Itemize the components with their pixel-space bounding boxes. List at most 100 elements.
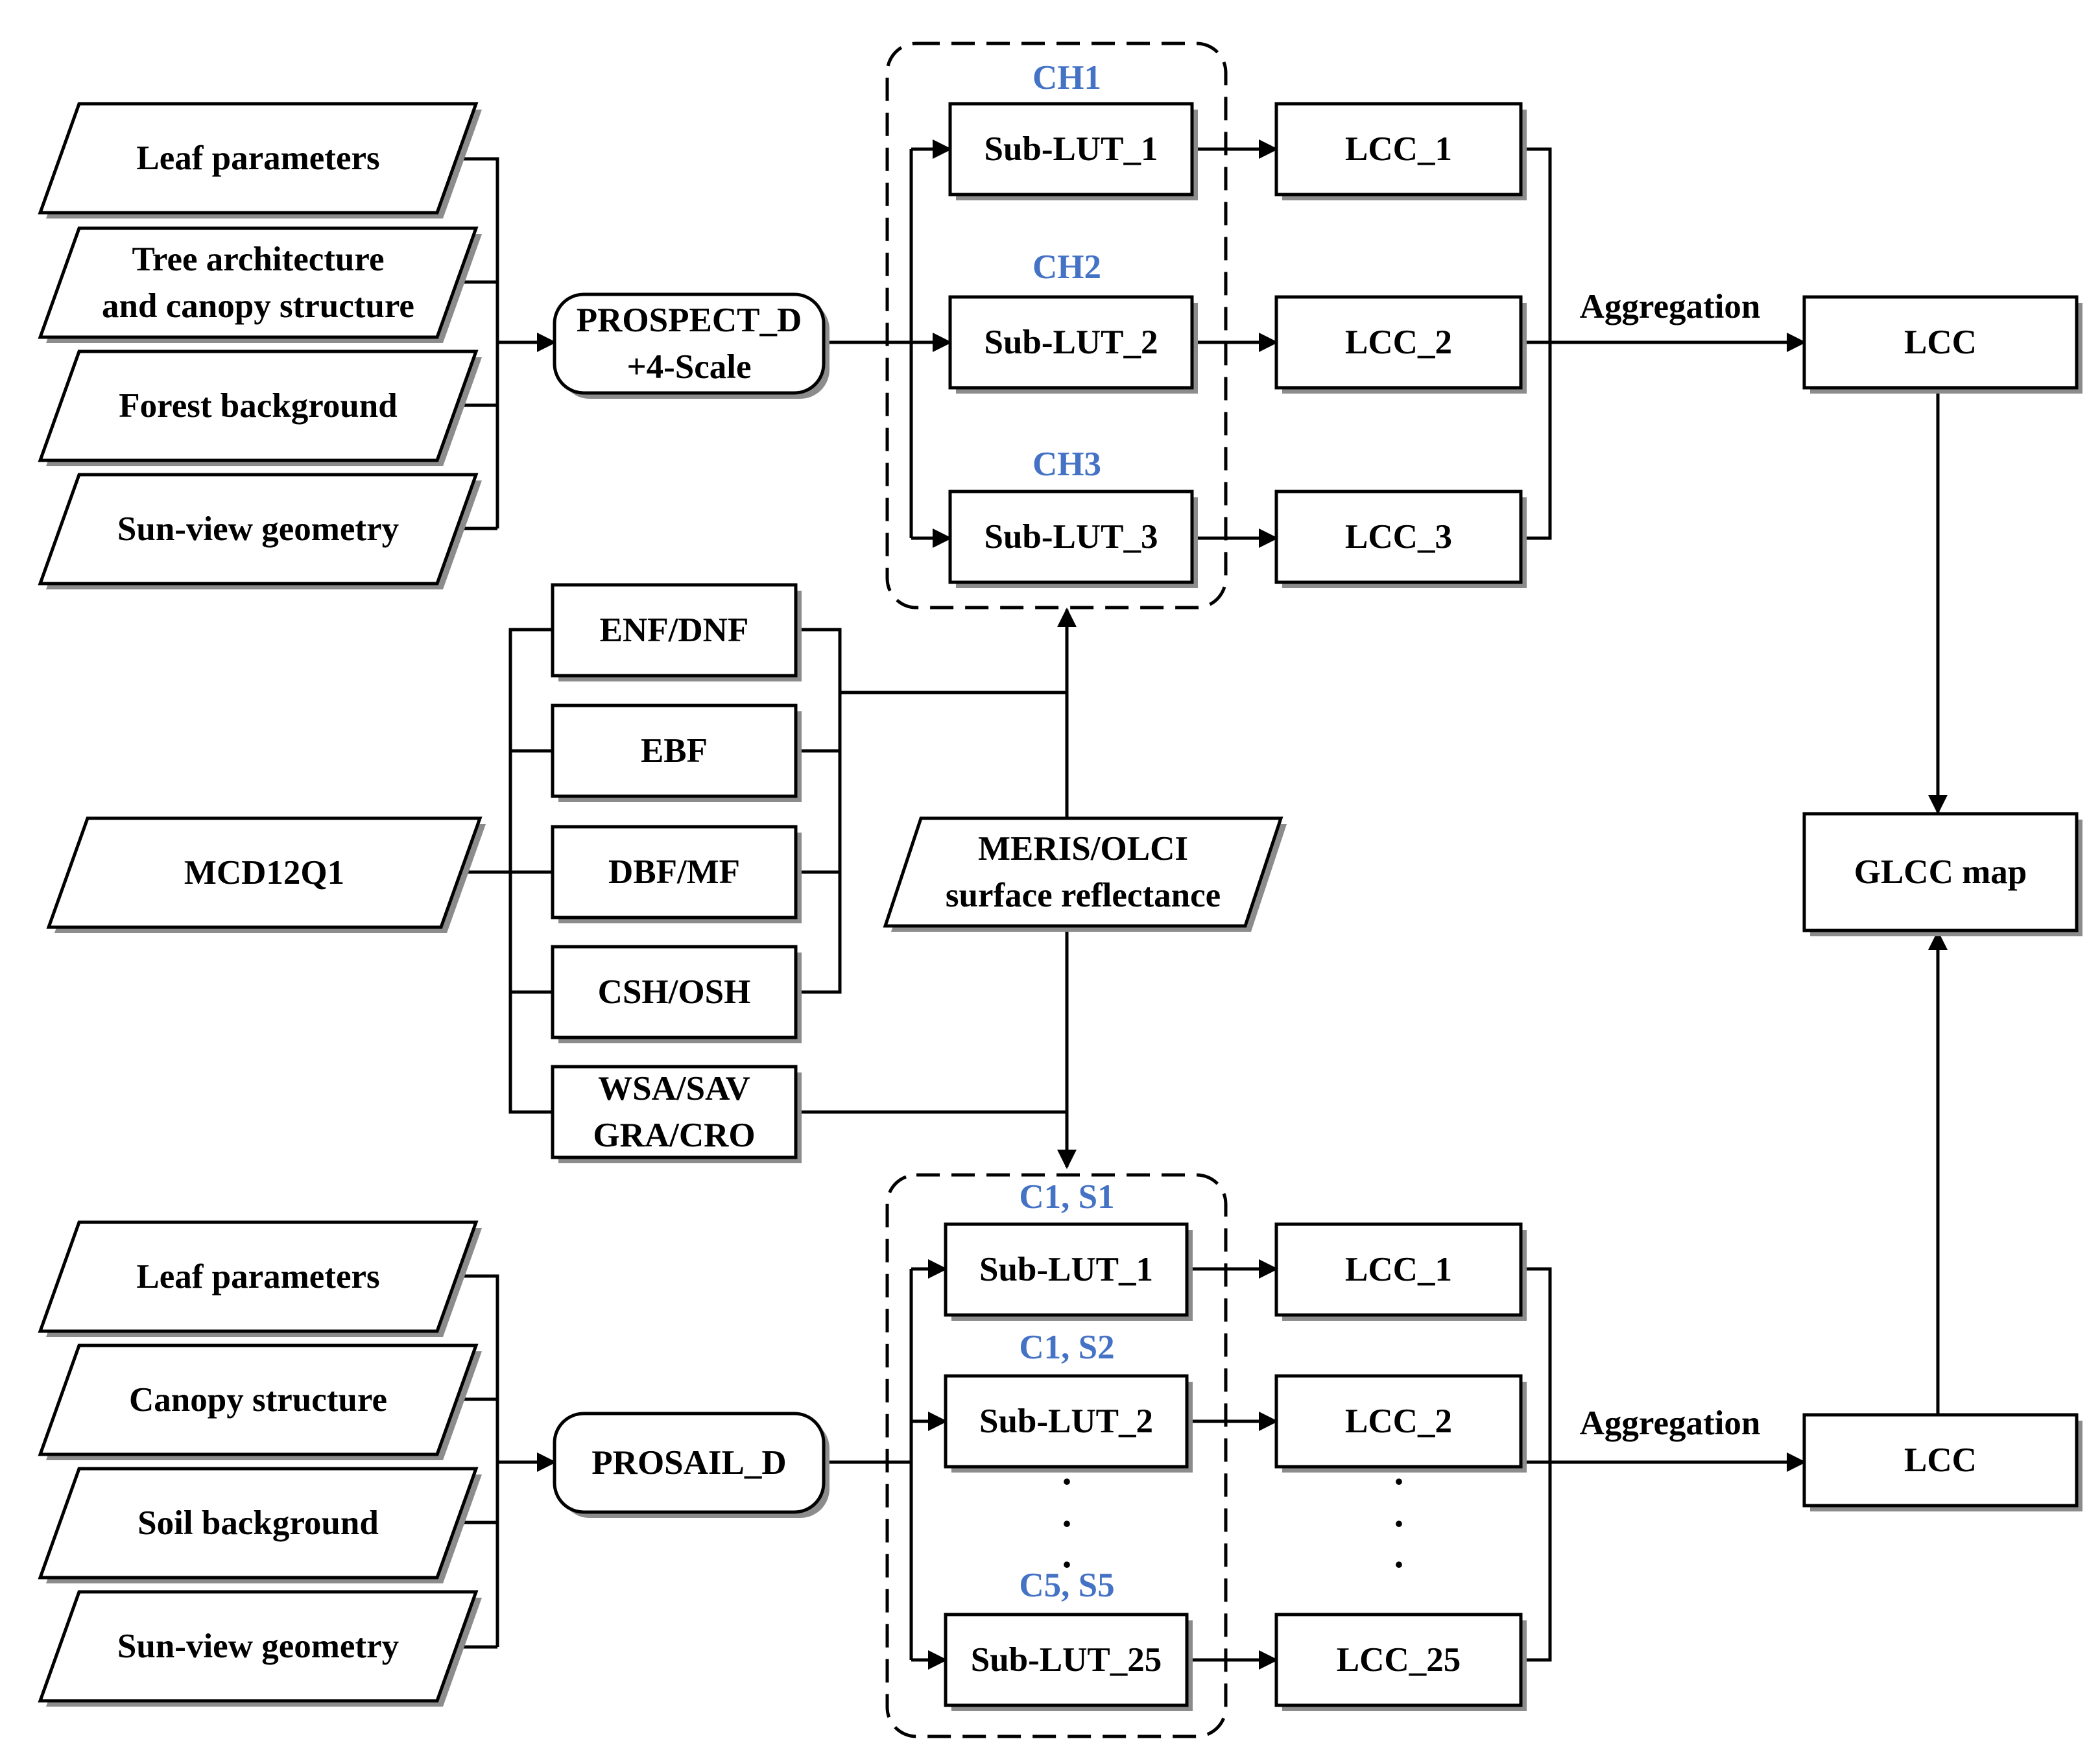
node-shape bbox=[948, 295, 1194, 390]
forest-sublut-1: Sub-LUT_1 bbox=[948, 102, 1198, 200]
forest-lcc-3: LCC_3 bbox=[1274, 490, 1527, 588]
node-shape bbox=[553, 1412, 826, 1514]
node-shape bbox=[1274, 1374, 1523, 1469]
sublut-ellipsis-dot: · bbox=[1060, 1543, 1073, 1586]
node-label: MCD12Q1 bbox=[184, 854, 344, 892]
nonforest-lut-group bbox=[885, 1173, 1228, 1738]
node-label: +4-Scale bbox=[626, 348, 751, 386]
forest-input-bracket bbox=[440, 157, 499, 530]
reflectance-input: MERIS/OLCI surface reflectance bbox=[883, 816, 1287, 932]
node-shape bbox=[551, 825, 798, 919]
forest-aggregation-label: Aggregation bbox=[1580, 288, 1761, 326]
nonforest-group-label-1: C1, S1 bbox=[1019, 1178, 1114, 1216]
node-label: Sub-LUT_25 bbox=[971, 1641, 1162, 1679]
node-shape bbox=[1802, 812, 2079, 932]
glcc-map: GLCC map bbox=[1802, 812, 2082, 936]
forest-lcc-1: LCC_1 bbox=[1274, 102, 1527, 200]
nonforest-group-label-3: C5, S5 bbox=[1019, 1567, 1114, 1604]
node-shape bbox=[944, 1613, 1189, 1707]
node-shape bbox=[38, 349, 479, 462]
lcc-ellipsis-dot: · bbox=[1392, 1460, 1405, 1503]
forest-lcc-final: LCC bbox=[1802, 295, 2082, 394]
nonforest-lcc-1: LCC_1 bbox=[1274, 1222, 1527, 1321]
lcc-ellipsis-dot: · bbox=[1392, 1543, 1405, 1586]
forest-classes-right-bracket bbox=[796, 628, 842, 994]
forest-input-1: Leaf parameters bbox=[38, 102, 482, 219]
nonforest-model: PROSAIL_D bbox=[553, 1412, 829, 1518]
node-shape bbox=[553, 292, 826, 395]
forest-group-label-2: CH2 bbox=[1032, 248, 1101, 286]
forest-sublut-2: Sub-LUT_2 bbox=[948, 295, 1198, 394]
node-label: PROSAIL_D bbox=[591, 1444, 786, 1482]
nonforest-sublut-2: Sub-LUT_2 bbox=[944, 1374, 1193, 1473]
node-label: GRA/CRO bbox=[593, 1117, 755, 1154]
forest-input-2: Tree architecture and canopy structure bbox=[38, 226, 482, 343]
node-label: Sub-LUT_2 bbox=[984, 324, 1158, 361]
node-label: MERIS/OLCI bbox=[978, 830, 1188, 868]
forest-model: PROSPECT_D +4-Scale bbox=[553, 292, 829, 399]
nonforest-lcc-2: LCC_2 bbox=[1274, 1374, 1527, 1473]
node-shape bbox=[1274, 295, 1523, 390]
nonforest-lcc-3: LCC_25 bbox=[1274, 1613, 1527, 1711]
nonforest-input-1: Leaf parameters bbox=[38, 1220, 482, 1337]
sublut-ellipsis-dot: · bbox=[1060, 1502, 1073, 1545]
node-label: PROSPECT_D bbox=[577, 302, 802, 339]
node-shape bbox=[551, 583, 798, 678]
node-label: DBF/MF bbox=[608, 853, 740, 891]
node-label: Leaf parameters bbox=[136, 1258, 379, 1296]
node-shape bbox=[38, 226, 479, 339]
nonforest-aggregation-label: Aggregation bbox=[1580, 1404, 1761, 1442]
node-label: Tree architecture bbox=[132, 241, 385, 278]
node-label: LCC_25 bbox=[1337, 1641, 1461, 1679]
node-shape bbox=[38, 1467, 479, 1580]
forest-lcc-2: LCC_2 bbox=[1274, 295, 1527, 394]
node-label: LCC_3 bbox=[1345, 518, 1452, 556]
node-shape bbox=[1274, 490, 1523, 584]
node-shape bbox=[944, 1374, 1189, 1469]
node-shape bbox=[948, 102, 1194, 196]
node-shape bbox=[551, 1065, 798, 1159]
node-shape bbox=[38, 1590, 479, 1703]
nonforest-sublut-3: Sub-LUT_25 bbox=[944, 1613, 1193, 1711]
node-shape bbox=[1274, 102, 1523, 196]
node-label: EBF bbox=[641, 732, 708, 770]
node-label: surface reflectance bbox=[946, 877, 1221, 914]
node-label: LCC_1 bbox=[1345, 1251, 1452, 1288]
node-label: ENF/DNF bbox=[600, 611, 749, 649]
landcover-class-1: ENF/DNF bbox=[551, 583, 802, 681]
node-label: Sun-view geometry bbox=[117, 510, 399, 548]
node-shape bbox=[38, 102, 479, 215]
node-shape bbox=[551, 704, 798, 798]
nonforest-group-label-2: C1, S2 bbox=[1019, 1329, 1114, 1366]
node-shape bbox=[1274, 1222, 1523, 1317]
landcover-class-2: EBF bbox=[551, 704, 802, 802]
node-label: Sun-view geometry bbox=[117, 1628, 399, 1665]
forest-group-label-1: CH1 bbox=[1032, 59, 1101, 97]
node-label: and canopy structure bbox=[102, 287, 414, 325]
node-label: Soil background bbox=[137, 1504, 379, 1542]
node-label: LCC_1 bbox=[1345, 130, 1452, 168]
node-shape bbox=[1274, 1613, 1523, 1707]
nonforest-input-3: Soil background bbox=[38, 1467, 482, 1583]
node-label: Canopy structure bbox=[129, 1381, 387, 1419]
node-shape bbox=[1802, 1413, 2079, 1508]
node-label: GLCC map bbox=[1854, 853, 2027, 891]
node-shape bbox=[551, 945, 798, 1039]
mcd12q1-input: MCD12Q1 bbox=[46, 816, 486, 933]
node-shape bbox=[1802, 295, 2079, 390]
node-label: Leaf parameters bbox=[136, 139, 379, 177]
node-label: Sub-LUT_1 bbox=[979, 1251, 1153, 1288]
forest-input-4: Sun-view geometry bbox=[38, 473, 482, 589]
nonforest-input-2: Canopy structure bbox=[38, 1344, 482, 1460]
nonforest-sublut-1: Sub-LUT_1 bbox=[944, 1222, 1193, 1321]
nonforest-input-4: Sun-view geometry bbox=[38, 1590, 482, 1707]
forest-group-label-3: CH3 bbox=[1032, 445, 1101, 483]
lcc-ellipsis-dot: · bbox=[1392, 1502, 1405, 1545]
node-shape bbox=[38, 1344, 479, 1456]
node-shape bbox=[38, 473, 479, 586]
node-label: LCC bbox=[1904, 1441, 1977, 1479]
node-label: Sub-LUT_1 bbox=[984, 130, 1158, 168]
